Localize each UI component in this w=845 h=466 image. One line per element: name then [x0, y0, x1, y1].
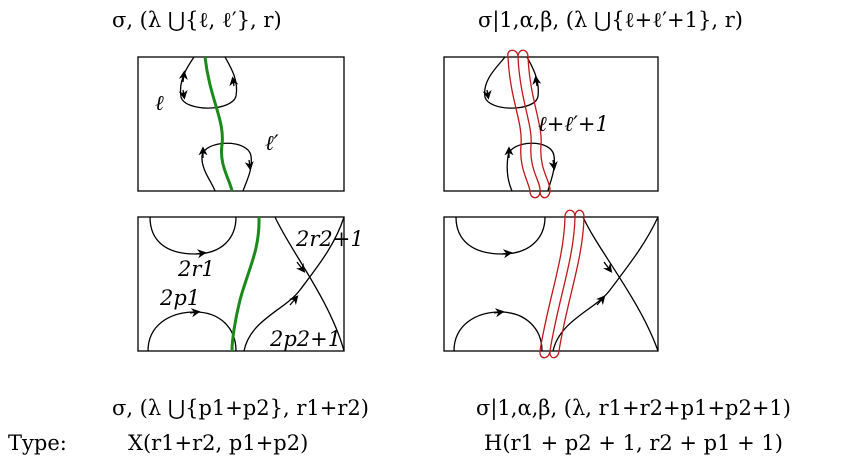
red-band-bottom	[539, 209, 576, 359]
panel-top-right: ℓ+ℓ′+1	[443, 49, 659, 199]
loop-lprime	[201, 142, 253, 192]
label-lprime: ℓ′	[265, 131, 279, 155]
caption-bottom-left: σ, (λ ⋃{p1+p2}, r1+r2)	[112, 396, 369, 420]
panel-bottom-right	[443, 209, 659, 359]
caption-top-right: σ|1,α,β, (λ ⋃{ℓ+ℓ′+1}, r)	[478, 8, 743, 32]
caption-type-right: H(r1 + p2 + 1, r2 + p1 + 1)	[484, 431, 783, 455]
label-p1: 2p1	[159, 286, 200, 310]
panel-bottom-left: 2r1 2p1 2r2+1 2p2+1	[137, 216, 364, 352]
caption-type-left: X(r1+r2, p1+p2)	[128, 431, 309, 455]
panel-top-left: ℓ ℓ′	[137, 56, 345, 192]
green-curve-top	[203, 56, 234, 192]
label-merged: ℓ+ℓ′+1	[538, 112, 609, 136]
label-l: ℓ	[155, 91, 164, 115]
label-r1: 2r1	[177, 257, 215, 281]
label-r2: 2r2+1	[295, 227, 364, 251]
type-label: Type:	[8, 431, 67, 455]
green-curve-bottom	[230, 216, 261, 352]
label-p2: 2p2+1	[269, 327, 341, 351]
caption-top-left: σ, (λ ⋃{ℓ, ℓ′}, r)	[112, 8, 282, 32]
caption-bottom-right: σ|1,α,β, (λ, r1+r2+p1+p2+1)	[476, 396, 791, 420]
